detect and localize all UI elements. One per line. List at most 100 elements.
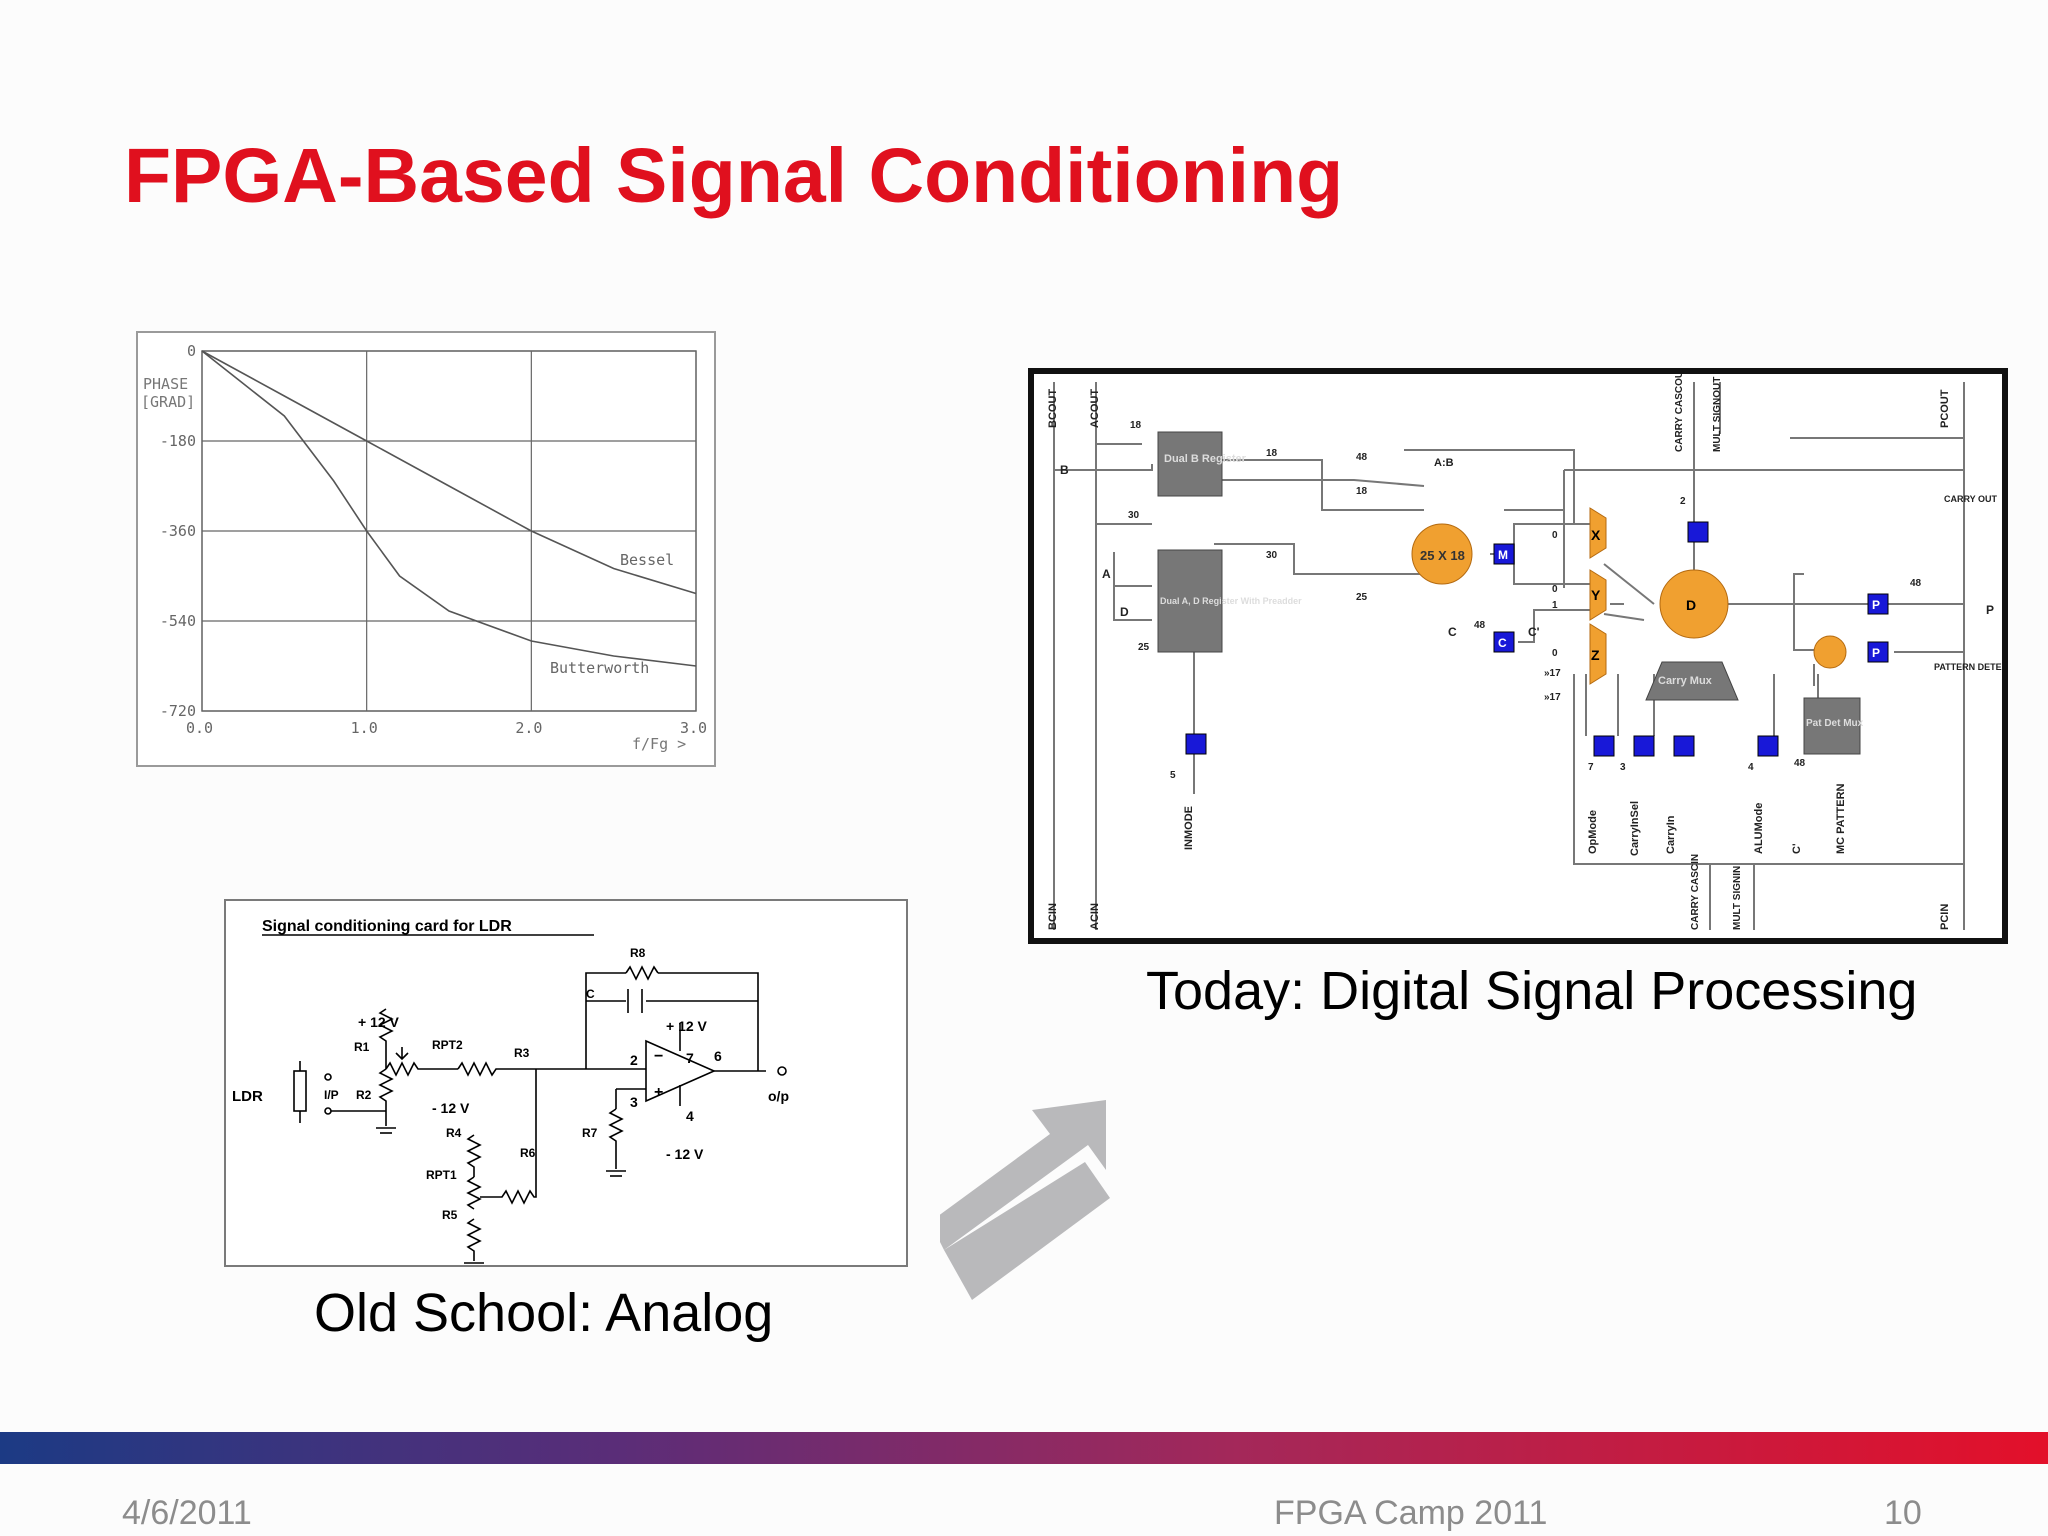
label-pout: P [1986,603,1994,617]
label-n2: 2 [1680,496,1686,507]
label-pin2: 2 [630,1052,638,1068]
label-n0c: 0 [1552,648,1558,659]
label-carryinsel: CarryInSel [1629,801,1641,856]
label-pcout: PCOUT [1939,389,1951,428]
label-plus12-right: + 12 V [666,1018,708,1034]
label-carryout: CARRY OUT [1944,494,1998,504]
mux-z-label: Z [1591,647,1600,663]
transition-arrow-icon [940,1100,1110,1300]
multiplier-icon [1411,523,1473,585]
label-r2: R2 [356,1088,372,1102]
label-multsignout: MULT SIGNOUT [1712,377,1723,452]
dsp-diagram-panel: Dual B Register Dual A, D Register With … [1028,365,2014,944]
footer-page-number: 10 [1884,1494,1922,1532]
analog-schematic-panel: Signal conditioning card for LDR [224,899,908,1267]
label-pin4: 4 [686,1108,694,1124]
label-n30b: 30 [1266,550,1278,561]
mux-x-label: X [1591,527,1601,543]
x-tick-label: 3.0 [680,719,707,737]
legend-butterworth: Butterworth [550,659,649,677]
y-tick-label: -180 [160,432,196,450]
y-tick-label: -360 [160,522,196,540]
multiplier-label: 25 X 18 [1420,548,1465,563]
label-n18b: 18 [1266,448,1278,459]
alu-adder-label: D [1686,597,1696,613]
caption-digital: Today: Digital Signal Processing [1146,961,1918,1021]
label-n25a: 25 [1356,592,1368,603]
label-r6: R6 [520,1146,536,1160]
carry-mux-icon [1645,661,1739,701]
x-axis-label: f/Fg > [632,735,686,753]
label-mcpattern: MC PATTERN [1835,783,1847,854]
mux-z-icon [1589,623,1607,685]
alu-adder-icon [1659,569,1729,639]
label-carrycascin: CARRY CASCIN [1690,854,1701,930]
registers [1185,521,1889,757]
label-n4: 4 [1748,762,1754,773]
label-n48c: 48 [1910,578,1922,589]
label-carrycascout: CARRY CASCOUT [1674,374,1685,452]
label-pin6: 6 [714,1048,722,1064]
label-plus12-left: + 12 V [358,1014,400,1030]
x-tick-label: 2.0 [515,719,542,737]
mux-x-icon [1589,507,1607,559]
dsp48-diagram: Dual B Register Dual A, D Register With … [1047,365,2014,930]
comparator-icon [1813,635,1847,669]
label-rpt1: RPT1 [426,1168,457,1182]
y-axis-label: PHASE [143,375,188,393]
label-bcout: BCOUT [1047,389,1059,428]
slide-title: FPGA-Based Signal Conditioning [124,133,1344,219]
label-pin7: 7 [686,1050,694,1066]
label-n25b: 25 [1138,642,1150,653]
ldr-schematic: Signal conditioning card for LDR [232,918,789,1264]
label-minus12-right: - 12 V [666,1146,704,1162]
footer-date: 4/6/2011 [122,1494,252,1532]
carry-mux-label: Carry Mux [1658,675,1713,687]
label-n0b: 0 [1552,584,1558,595]
label-r1: R1 [354,1040,370,1054]
label-n48a: 48 [1356,452,1368,463]
label-r4: R4 [446,1126,462,1140]
label-n30a: 30 [1128,510,1140,521]
label-n17b: »17 [1544,692,1561,703]
label-r3: R3 [514,1046,530,1060]
label-c: C [1448,625,1457,639]
label-bcin: BCIN [1047,903,1059,930]
y-tick-label: -540 [160,612,196,630]
mux-y-icon [1589,569,1607,621]
label-r7: R7 [582,1126,598,1140]
series-line-bessel [201,350,697,595]
label-ip: I/P [324,1088,339,1102]
schematic-wires [293,965,787,1264]
label-minus: − [654,1048,663,1065]
x-tick-label: 0.0 [186,719,213,737]
label-patterndetect: PATTERN DETECT [1934,662,2002,672]
schematic-title: Signal conditioning card for LDR [262,918,512,935]
label-n48d: 48 [1794,758,1806,769]
label-acin: ACIN [1089,903,1101,930]
pattern-detect-mux [1803,697,1861,755]
label-multsignin: MULT SIGNIN [1732,866,1743,930]
label-rpt2: RPT2 [432,1038,463,1052]
label-n18c: 18 [1356,486,1368,497]
series-line-butterworth [201,350,697,667]
label-p2: P [1872,646,1880,660]
dual-a-register: Dual A, D Register With Preadder [1157,549,1302,653]
label-carryin: CarryIn [1665,815,1677,854]
label-r8: R8 [630,946,646,960]
label-cdprime: C' [1791,843,1803,854]
label-alumode: ALUMode [1753,803,1765,854]
label-pin3: 3 [630,1094,638,1110]
label-n3: 3 [1620,762,1626,773]
label-a: A [1102,567,1111,581]
footer-gradient-bar [0,1432,2048,1464]
label-n0a: 0 [1552,530,1558,541]
legend-bessel: Bessel [620,551,674,569]
dual-b-register: Dual B Register [1157,431,1247,497]
label-ab: A:B [1434,457,1454,469]
label-c: C [586,987,595,1001]
label-pcin: PCIN [1939,904,1951,930]
